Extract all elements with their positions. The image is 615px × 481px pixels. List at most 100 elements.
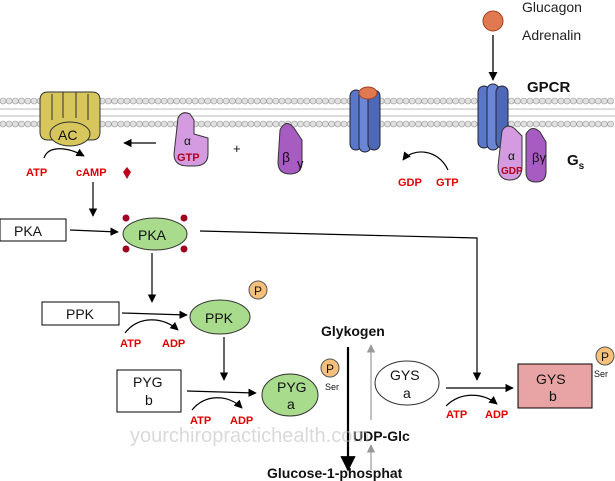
udp-glc-label: UDP-Glc	[353, 428, 410, 444]
lipid-head	[111, 97, 118, 105]
lipid-head	[105, 120, 112, 128]
lipid-head	[253, 120, 261, 128]
gs-protein-complex	[497, 125, 547, 183]
lipid-head	[148, 120, 156, 128]
lipid-head	[303, 97, 311, 105]
free-gamma-label: γ	[297, 156, 304, 171]
pyg-b-line1: PYG	[133, 374, 163, 390]
lipid-head	[508, 97, 515, 105]
pka-to-gys-arrow	[199, 230, 482, 381]
lipid-head	[464, 120, 472, 128]
lipid-head	[179, 97, 187, 105]
lipid-head	[284, 97, 292, 105]
lipid-head	[198, 120, 205, 128]
gys-phosphate-icon	[595, 346, 615, 366]
lipid-head	[235, 120, 242, 128]
lipid-head	[5, 97, 13, 105]
lipid-head	[421, 120, 428, 128]
lipid-head	[160, 120, 168, 128]
pyg-atp-label: ATP	[190, 415, 211, 427]
lipid-head	[30, 120, 38, 128]
lipid-head	[396, 97, 404, 105]
lipid-head	[582, 120, 590, 128]
ac-label: AC	[58, 127, 77, 143]
lipid-head	[588, 120, 596, 128]
plus-sign: +	[233, 141, 241, 156]
lipid-head	[291, 97, 298, 105]
lipid-head	[328, 97, 335, 105]
lipid-head	[408, 120, 416, 128]
lipid-head	[514, 97, 521, 105]
pka-inactive-label: PKA	[14, 223, 43, 239]
lipid-head	[24, 97, 32, 105]
gs-beta-gamma-label: βγ	[532, 150, 546, 165]
exchange-gtp-label: GTP	[436, 177, 459, 189]
gys-a-line2: a	[403, 385, 411, 401]
lipid-head	[390, 97, 397, 105]
lipid-head	[210, 97, 218, 105]
lipid-head	[439, 120, 447, 128]
free-beta-gamma-subunit	[277, 123, 303, 175]
gs-alpha-label: α	[508, 149, 515, 163]
lipid-head	[136, 97, 143, 105]
lipid-head	[458, 97, 466, 105]
pyg-activation-arrow	[186, 388, 257, 397]
lipid-head	[408, 97, 416, 105]
lipid-head	[340, 120, 348, 128]
ppk-active-label: PPK	[205, 310, 234, 326]
lipid-head	[12, 97, 19, 105]
lipid-head	[204, 97, 211, 105]
lipid-head	[129, 97, 137, 105]
ac-atp-label: ATP	[26, 167, 47, 179]
lipid-head	[117, 120, 125, 128]
pka-inactive-box	[0, 218, 67, 242]
gdp-gtp-exchange-arrow	[402, 151, 449, 171]
gys-atp-adp-arrow	[445, 394, 498, 407]
lipid-head	[272, 120, 280, 128]
gys-a-line1: GYS	[390, 367, 420, 383]
pyg-a-line1: PYG	[277, 379, 307, 395]
ppk-active	[189, 299, 251, 335]
lipid-head	[191, 97, 199, 105]
lipid-head	[594, 97, 602, 105]
lipid-head	[154, 97, 162, 105]
lipid-head	[439, 97, 447, 105]
lipid-head	[105, 97, 112, 105]
gys-b-box	[517, 363, 593, 409]
lipid-head	[551, 120, 559, 128]
camp-label: cAMP	[76, 167, 107, 179]
atp-to-camp-arrow	[43, 148, 85, 159]
lipid-head	[222, 120, 230, 128]
lipid-head	[142, 97, 149, 105]
lipid-head	[0, 97, 7, 105]
lipid-head	[539, 120, 546, 128]
lipid-head	[260, 97, 267, 105]
lipid-head	[520, 120, 528, 128]
pka-active	[122, 214, 188, 253]
lipid-head	[526, 120, 534, 128]
lipid-head	[563, 97, 571, 105]
pyg-adp-label: ADP	[230, 415, 253, 427]
ligand-label-glucagon: Glucagon	[522, 0, 582, 15]
lipid-head	[601, 97, 608, 105]
gys-adp-label: ADP	[485, 409, 508, 421]
lipid-head	[402, 97, 410, 105]
lipid-head	[297, 120, 304, 128]
lipid-head	[340, 97, 348, 105]
lipid-head	[148, 97, 156, 105]
gpcr-label: GPCR	[527, 79, 571, 96]
lipid-head	[111, 120, 118, 128]
lipid-head	[142, 120, 149, 128]
gys-b-line1: GYS	[536, 371, 566, 387]
pyg-b-line2: b	[145, 392, 153, 408]
gpcr-receptor	[477, 83, 509, 151]
gys-a	[374, 360, 440, 406]
lipid-head	[235, 97, 242, 105]
pka-active-label: PKA	[138, 227, 167, 243]
lipid-head	[198, 97, 205, 105]
lipid-head	[526, 97, 534, 105]
ppk-phosphate-icon	[248, 280, 268, 300]
lipid-head	[204, 120, 211, 128]
lipid-head	[452, 120, 459, 128]
pyg-b-box	[116, 369, 182, 413]
